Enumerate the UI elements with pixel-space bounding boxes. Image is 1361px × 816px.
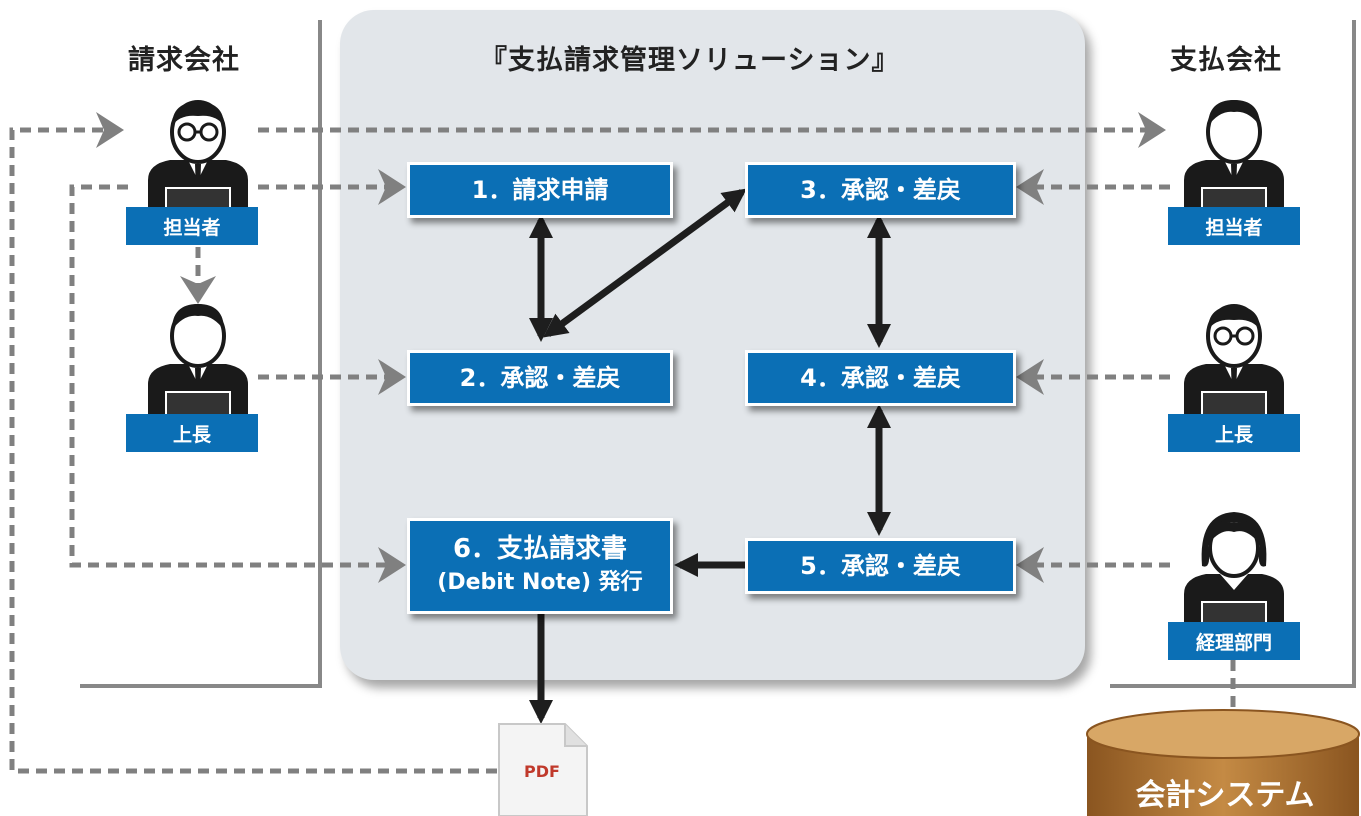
arrow-step2-step3 [543, 188, 747, 338]
billing-company-title: 請求会社 [128, 45, 240, 76]
paying-staff-badge: 担当者 [1168, 207, 1300, 245]
step2-approve-box: 2．承認・差戻 [407, 350, 673, 406]
step1-request-box: 1．請求申請 [407, 162, 673, 218]
step4-label: 4．承認・差戻 [800, 364, 961, 392]
step1-label: 1．請求申請 [471, 176, 609, 204]
dash-loop-to-step6 [69, 184, 406, 583]
accounting-system-database-icon [1086, 709, 1360, 816]
step5-approve-box: 5．承認・差戻 [745, 538, 1016, 594]
billing-staff-person-icon [148, 100, 248, 212]
accounting-system-label: 会計システム [1135, 778, 1315, 813]
paying-manager-badge: 上長 [1168, 414, 1300, 452]
billing-manager-person-icon [148, 304, 248, 416]
accounting-badge: 経理部門 [1168, 622, 1300, 660]
solution-title: 『支払請求管理ソリューション』 [480, 45, 900, 76]
step5-label: 5．承認・差戻 [800, 552, 961, 580]
paying-manager-person-icon [1184, 304, 1284, 416]
step3-approve-box: 3．承認・差戻 [745, 162, 1016, 218]
billing-staff-badge: 担当者 [126, 207, 258, 245]
accounting-person-icon [1184, 512, 1284, 626]
left-frame-vertical [318, 20, 322, 688]
paying-staff-person-icon [1184, 100, 1284, 212]
paying-company-title: 支払会社 [1170, 45, 1282, 76]
step6-debit-note-box: 6．支払請求書 (Debit Note) 発行 [407, 518, 673, 614]
right-frame-vertical [1352, 20, 1356, 688]
pdf-label: PDF [524, 762, 560, 781]
left-frame-bottom [80, 684, 322, 688]
step6-label-line1: 6．支払請求書 [452, 534, 628, 564]
pdf-document-icon [498, 723, 588, 816]
dash-pdf-to-billing-staff [9, 112, 497, 774]
step2-label: 2．承認・差戻 [459, 364, 621, 392]
billing-manager-badge: 上長 [126, 414, 258, 452]
step3-label: 3．承認・差戻 [800, 176, 961, 204]
step6-label-line2: (Debit Note) 発行 [437, 570, 643, 595]
step4-approve-box: 4．承認・差戻 [745, 350, 1016, 406]
